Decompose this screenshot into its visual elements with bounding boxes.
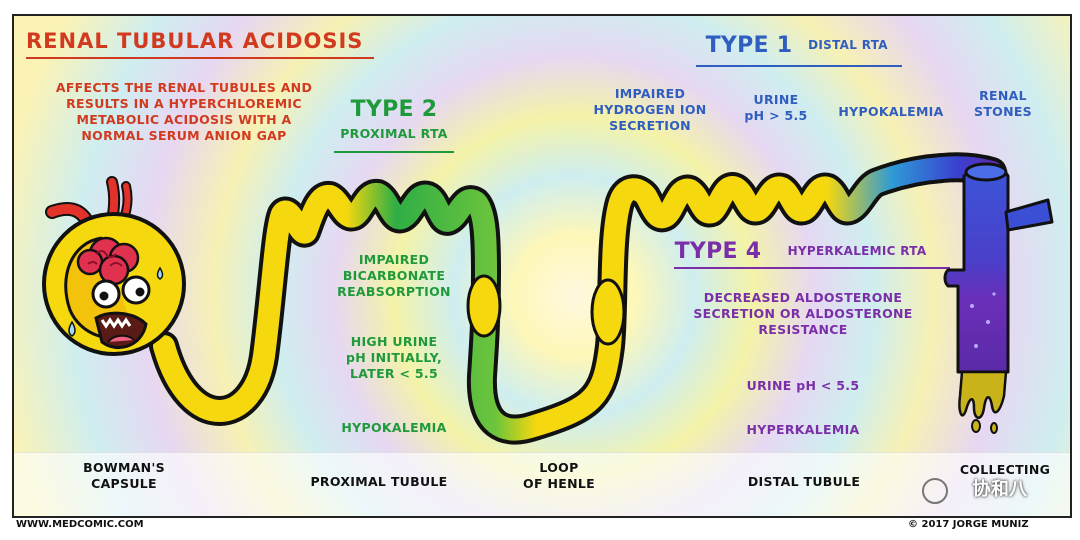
type1-finding-hypokalemia: HYPOKALEMIA bbox=[838, 104, 944, 119]
segment-label-band bbox=[14, 452, 1070, 516]
website-credit: WWW.MEDCOMIC.COM bbox=[16, 519, 144, 530]
type4-finding-hyperkalemia: HYPERKALEMIA bbox=[746, 422, 860, 437]
nephron-illustration bbox=[26, 57, 1054, 445]
intro-line: NORMAL SERUM ANION GAP bbox=[81, 128, 287, 143]
intro-text: AFFECTS THE RENAL TUBULES AND RESULTS IN… bbox=[34, 80, 334, 144]
type4-heading: TYPE 4 bbox=[674, 239, 762, 264]
page-title: RENAL TUBULAR ACIDOSIS bbox=[26, 29, 364, 53]
watermark-text: 协和八 bbox=[972, 479, 1028, 500]
collecting-duct bbox=[943, 167, 1010, 374]
type1-subtitle: DISTAL RTA bbox=[808, 38, 888, 52]
wechat-logo bbox=[922, 478, 948, 504]
type4-subtitle: HYPERKALEMIC RTA bbox=[787, 244, 927, 258]
segment-label-collecting: COLLECTING bbox=[959, 462, 1051, 477]
type2-heading: TYPE 2 bbox=[350, 97, 438, 122]
duct-side-branch bbox=[1004, 198, 1054, 232]
type1-finding-urine-ph: URINE pH > 5.5 bbox=[744, 92, 808, 123]
loop-bulge-left bbox=[466, 274, 502, 338]
comic-panel: RENAL TUBULAR ACIDOSIS AFFECTS THE RENAL… bbox=[12, 14, 1072, 518]
type2-finding-bicarbonate: IMPAIRED BICARBONATE REABSORPTION bbox=[337, 252, 451, 299]
type4-finding-urine-ph: URINE pH < 5.5 bbox=[746, 378, 860, 393]
urine-drip bbox=[958, 370, 1008, 419]
copyright-credit: © 2017 JORGE MUNIZ bbox=[908, 519, 1029, 530]
loop-bulge-right bbox=[590, 278, 626, 346]
type1-finding-hydrogen: IMPAIRED HYDROGEN ION SECRETION bbox=[593, 86, 707, 133]
segment-label-distal: DISTAL TUBULE bbox=[747, 474, 861, 489]
intro-line: RESULTS IN A HYPERCHLOREMIC bbox=[66, 96, 302, 111]
type2-subtitle: PROXIMAL RTA bbox=[340, 126, 448, 141]
segment-label-loop: LOOP OF HENLE bbox=[523, 460, 595, 491]
segment-label-bowman: BOWMAN'S CAPSULE bbox=[83, 460, 165, 491]
type1-heading: TYPE 1 bbox=[705, 33, 793, 58]
type1-finding-renal-stones: RENAL STONES bbox=[974, 88, 1032, 119]
duct-top-cap bbox=[964, 162, 1008, 182]
segment-label-proximal: PROXIMAL TUBULE bbox=[310, 474, 448, 489]
type2-finding-hypokalemia: HYPOKALEMIA bbox=[341, 420, 447, 435]
type4-finding-aldosterone: DECREASED ALDOSTERONE SECRETION OR ALDOS… bbox=[693, 290, 913, 337]
type2-finding-urine-ph: HIGH URINE pH INITIALLY, LATER < 5.5 bbox=[346, 334, 442, 381]
intro-line: AFFECTS THE RENAL TUBULES AND bbox=[55, 80, 313, 95]
intro-line: METABOLIC ACIDOSIS WITH A bbox=[76, 112, 292, 127]
